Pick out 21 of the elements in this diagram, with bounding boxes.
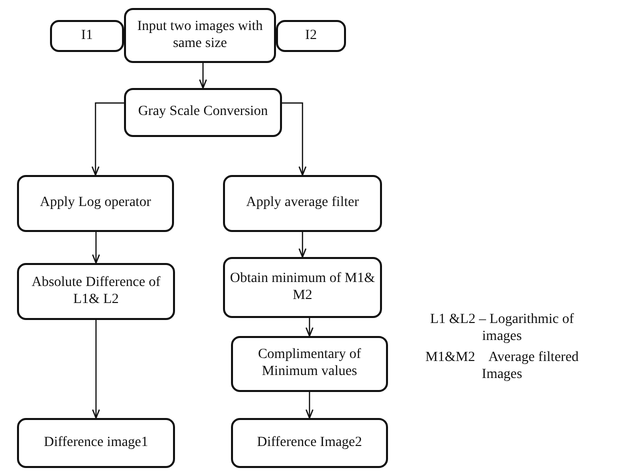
arrow [199,63,207,89]
arrow [92,320,100,419]
arrow [298,232,306,258]
arrow [92,102,124,176]
process-box: Apply Log operator [17,175,174,232]
process-box: Apply average filter [223,175,382,232]
process-box: Absolute Difference of L1& L2 [17,263,175,320]
process-box: Complimentary of Minimum values [231,336,388,392]
arrow [306,392,314,419]
process-box: I1 [50,20,124,52]
arrow [92,232,100,264]
process-box: Gray Scale Conversion [124,88,282,137]
note-text: L1 &L2 – Logarithmic of images [429,312,575,346]
arrow [282,102,306,176]
process-box: Difference image1 [17,418,175,468]
arrow [306,318,314,337]
note-text: M1&M2 Average filtered Images [424,350,580,384]
process-box: Obtain minimum of M1& M2 [223,257,382,318]
process-box: Input two images with same size [124,8,276,63]
process-box: I2 [276,20,346,52]
process-box: Difference Image2 [231,418,388,468]
